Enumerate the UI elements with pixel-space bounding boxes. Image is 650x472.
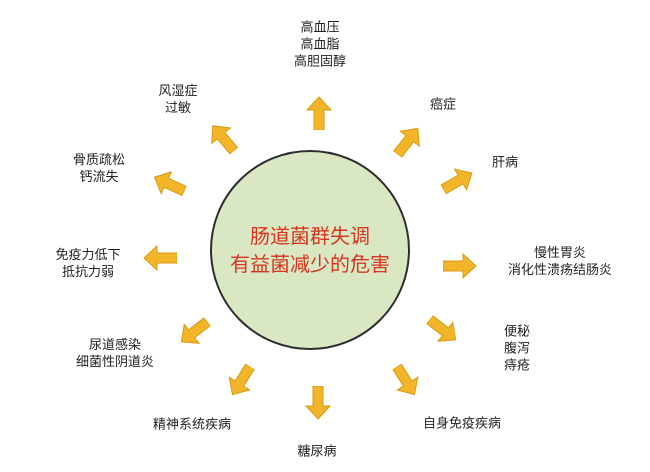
arrow-icon-gastro	[443, 252, 477, 280]
label-line: 高血脂	[300, 37, 340, 53]
arrow-icon-cancer	[392, 127, 420, 159]
label-line: 钙流失	[79, 170, 119, 185]
label-line: 糖尿病	[297, 444, 337, 460]
label-line: 精神系统疾病	[152, 417, 232, 433]
label-line: 便秘	[503, 324, 531, 340]
label-line: 高血压	[300, 20, 340, 36]
label-line: 腹泻	[503, 341, 531, 357]
center-title-line-2: 有益菌减少的危害	[230, 252, 390, 276]
label-allergy: 风湿症 过敏	[158, 83, 197, 117]
label-top: 高血压 高血脂 高胆固醇	[294, 20, 346, 71]
arrow-icon-urinary	[180, 316, 212, 344]
label-line: 过敏	[164, 101, 192, 116]
arrow-icon-immunity	[143, 244, 177, 272]
arrow-icon-liver	[440, 168, 473, 195]
arrow-icon-mental	[228, 363, 255, 396]
label-line: 消化性溃疡结肠炎	[507, 263, 613, 278]
label-cancer: 癌症	[430, 97, 456, 114]
arrow-icon-bone	[153, 171, 188, 197]
label-liver: 肝病	[492, 155, 518, 172]
center-title-line-1: 肠道菌群失调	[250, 224, 370, 248]
arrow-icon-diabetes	[304, 386, 332, 420]
label-line: 细菌性阴道炎	[75, 355, 155, 370]
label-line: 自身免疫疾病	[422, 416, 502, 432]
arrow-icon-autoimmune	[392, 363, 419, 396]
label-bone: 骨质疏松 钙流失	[73, 152, 125, 186]
label-line: 肝病	[491, 155, 519, 171]
label-line: 痔疮	[503, 358, 531, 374]
label-immunity: 免疫力低下 抵抗力弱	[55, 247, 120, 281]
label-line: 慢性胃炎	[533, 246, 587, 261]
label-line: 癌症	[429, 97, 457, 113]
label-line: 高胆固醇	[293, 54, 347, 70]
arrow-icon-bowel	[425, 314, 457, 342]
label-mental: 精神系统疾病	[153, 417, 231, 434]
label-bowel: 便秘 腹泻 痔疮	[504, 324, 530, 375]
label-urinary: 尿道感染 细菌性阴道炎	[76, 337, 154, 371]
label-line: 抵抗力弱	[61, 265, 115, 280]
label-line: 骨质疏松	[72, 153, 126, 168]
center-circle: 肠道菌群失调 有益菌减少的危害	[210, 150, 410, 350]
arrow-icon-allergy	[211, 125, 239, 155]
label-line: 免疫力低下	[55, 248, 121, 263]
label-line: 风湿症	[158, 84, 198, 99]
arrow-icon-top	[305, 96, 333, 130]
label-autoimmune: 自身免疫疾病	[423, 416, 501, 433]
label-line: 尿道感染	[88, 338, 142, 353]
label-diabetes: 糖尿病	[297, 444, 336, 461]
label-gastro: 慢性胃炎 消化性溃疡结肠炎	[508, 245, 612, 279]
